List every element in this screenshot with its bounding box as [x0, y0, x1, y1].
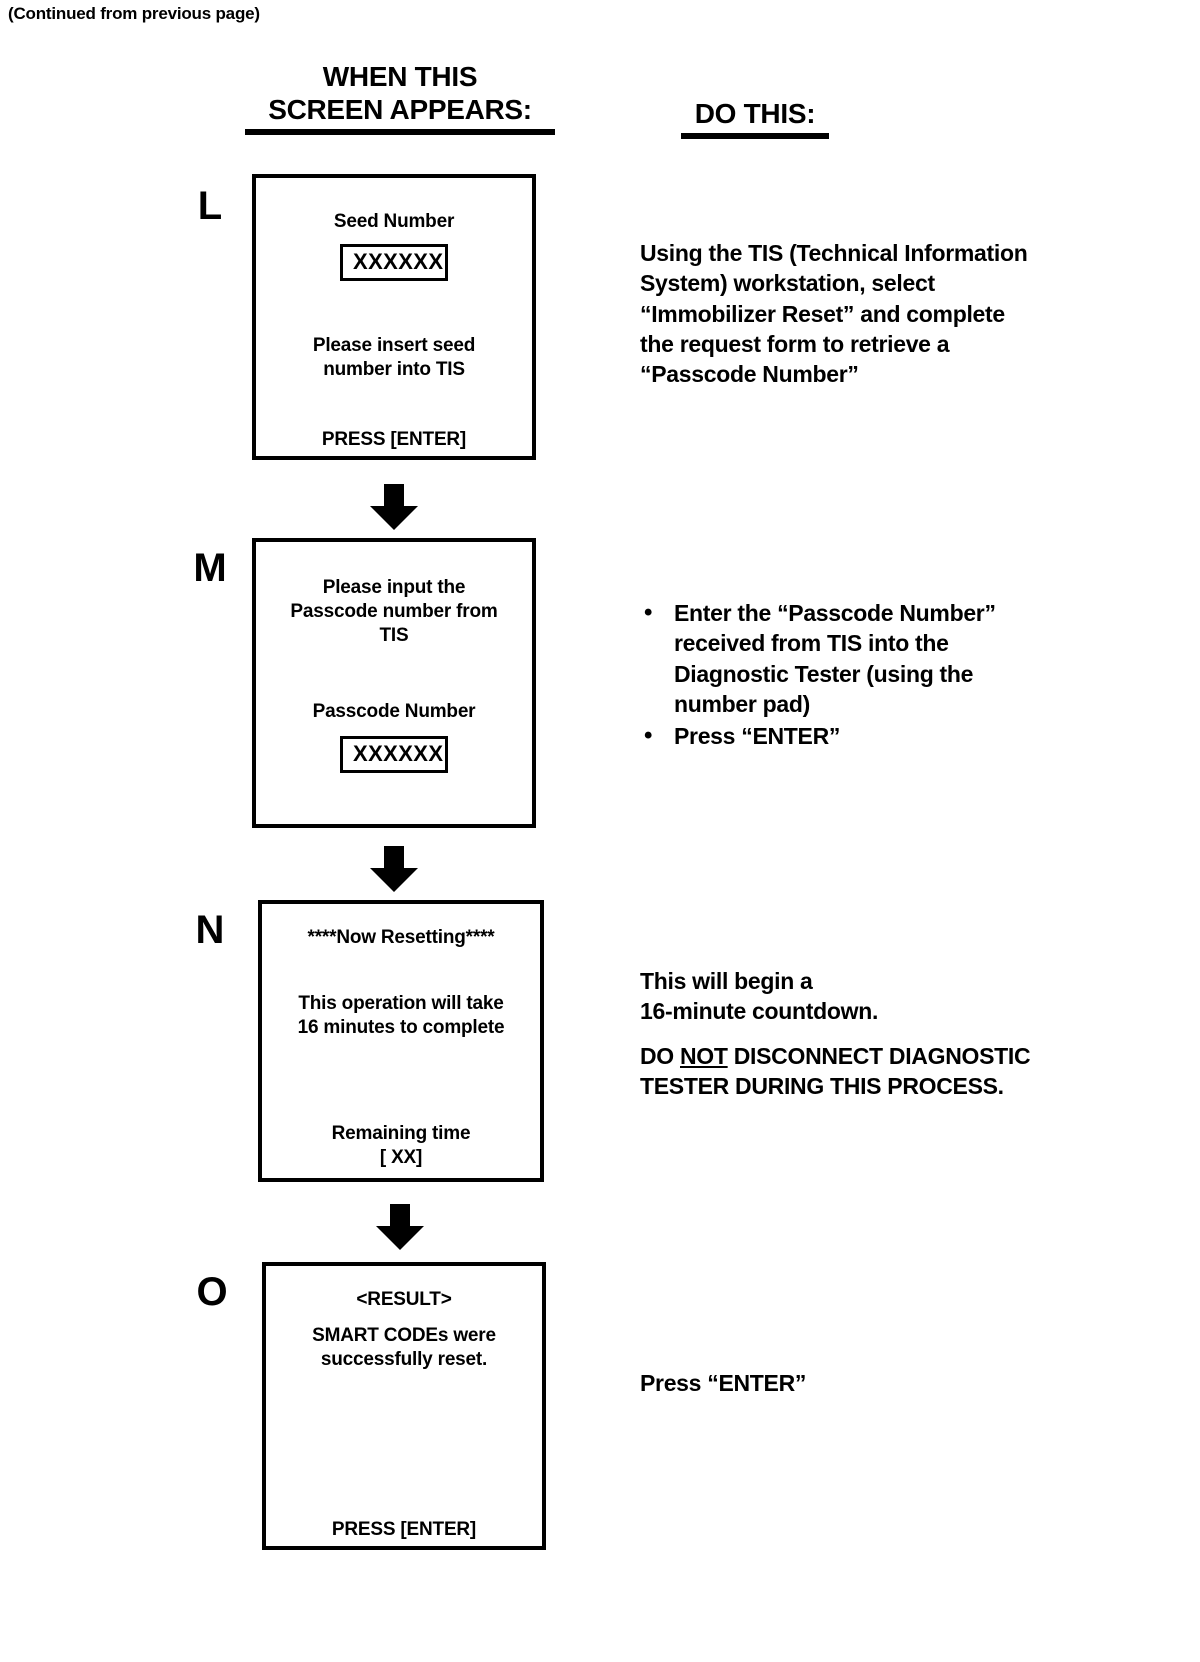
- column-header-do-this: DO THIS:: [600, 98, 910, 139]
- instruction-l-line-3: “Immobilizer Reset” and complete: [640, 300, 1005, 327]
- instruction-n-warning-pre: DO: [640, 1042, 680, 1069]
- column-header-do-this-underline: [681, 133, 829, 139]
- instruction-m-bullet-1-line-1: Enter the “Passcode Number”: [674, 600, 996, 626]
- screen-l-seed-number-field[interactable]: XXXXXX: [340, 244, 448, 281]
- arrow-down-icon-n-to-o: [372, 1204, 428, 1250]
- instruction-l-line-4: the request form to retrieve a: [640, 331, 950, 358]
- screen-n-remaining-time-label: Remaining time: [331, 1123, 471, 1144]
- screen-m-prompt-line-1: Please input the: [322, 577, 466, 598]
- instruction-step-l: Using the TIS (Technical Information Sys…: [640, 238, 1110, 390]
- continued-from-previous-page-note: (Continued from previous page): [8, 4, 260, 23]
- screen-n: ****Now Resetting**** This operation wil…: [258, 900, 544, 1182]
- instruction-n-warning-post: DISCONNECT DIAGNOSTIC: [727, 1042, 1031, 1069]
- instruction-m-bullet-1: Enter the “Passcode Number” received fro…: [644, 597, 1090, 719]
- screen-o-message-line-2: successfully reset.: [320, 1349, 488, 1370]
- arrow-down-icon-m-to-n: [366, 846, 422, 892]
- instruction-step-o: Press “ENTER”: [640, 1368, 1060, 1398]
- instruction-l-line-2: System) workstation, select: [640, 270, 935, 297]
- instruction-step-n: This will begin a 16-minute countdown. D…: [640, 966, 1120, 1101]
- instruction-m-bullet-1-line-2: received from TIS into the: [674, 630, 949, 657]
- instruction-n-warning-line-2: TESTER DURING THIS PROCESS.: [640, 1073, 1004, 1100]
- screen-o-message-line-1: SMART CODEs were: [312, 1325, 496, 1346]
- step-letter-m: M: [193, 546, 227, 590]
- instruction-l-line-5: “Passcode Number”: [640, 361, 859, 388]
- screen-n-status-now-resetting: ****Now Resetting****: [307, 927, 495, 948]
- column-header-line-2: SCREEN APPEARS:: [268, 94, 532, 126]
- step-letter-o: O: [196, 1270, 228, 1314]
- screen-l-message-line-1: Please insert seed: [312, 335, 476, 356]
- instruction-m-bullet-1-line-3: Diagnostic Tester (using the: [674, 660, 974, 687]
- instruction-step-m: Enter the “Passcode Number” received fro…: [640, 597, 1090, 754]
- instruction-o-line-1: Press “ENTER”: [640, 1370, 807, 1396]
- instruction-n-line-1: This will begin a: [640, 968, 813, 994]
- instruction-m-bullet-2: Press “ENTER”: [644, 720, 1090, 752]
- instruction-m-bullet-2-line-1: Press “ENTER”: [674, 723, 841, 750]
- instruction-m-bullet-list: Enter the “Passcode Number” received fro…: [640, 597, 1090, 752]
- screen-n-message-line-1: This operation will take: [298, 993, 504, 1014]
- screen-l: Seed Number XXXXXX Please insert seed nu…: [252, 174, 536, 460]
- instruction-l-line-1: Using the TIS (Technical Information: [640, 240, 1028, 266]
- step-letter-n: N: [195, 908, 225, 952]
- screen-l-title: Seed Number: [333, 211, 455, 232]
- screen-o: <RESULT> SMART CODEs were successfully r…: [262, 1262, 546, 1550]
- instruction-n-warning: DO NOT DISCONNECT DIAGNOSTIC: [640, 1041, 1120, 1071]
- screen-m-passcode-label: Passcode Number: [312, 701, 476, 722]
- column-header-when-this-screen-appears: WHEN THIS SCREEN APPEARS:: [200, 60, 600, 136]
- screen-n-message-line-2: 16 minutes to complete: [297, 1017, 505, 1038]
- column-header-underline: [245, 129, 555, 136]
- screen-m-prompt-line-3: TIS: [379, 625, 409, 646]
- screen-m: Please input the Passcode number from TI…: [252, 538, 536, 828]
- arrow-down-icon-l-to-m: [366, 484, 422, 530]
- column-header-line-1: WHEN THIS: [322, 61, 478, 92]
- screen-l-message-line-2: number into TIS: [323, 359, 465, 380]
- instruction-n-warning-not: NOT: [680, 1042, 728, 1069]
- screen-m-passcode-number-field[interactable]: XXXXXX: [340, 736, 448, 773]
- screen-o-footer-press-enter: PRESS [ENTER]: [331, 1519, 477, 1540]
- screen-l-footer-press-enter: PRESS [ENTER]: [321, 429, 467, 450]
- step-letter-l: L: [197, 184, 223, 228]
- screen-n-remaining-time-value: [ XX]: [379, 1147, 423, 1168]
- column-header-do-this-label: DO THIS:: [694, 98, 816, 129]
- screen-m-prompt-line-2: Passcode number from: [290, 601, 498, 622]
- instruction-m-bullet-1-line-4: number pad): [674, 691, 810, 718]
- instruction-n-line-2: 16-minute countdown.: [640, 998, 879, 1025]
- screen-o-title-result: <RESULT>: [356, 1289, 452, 1310]
